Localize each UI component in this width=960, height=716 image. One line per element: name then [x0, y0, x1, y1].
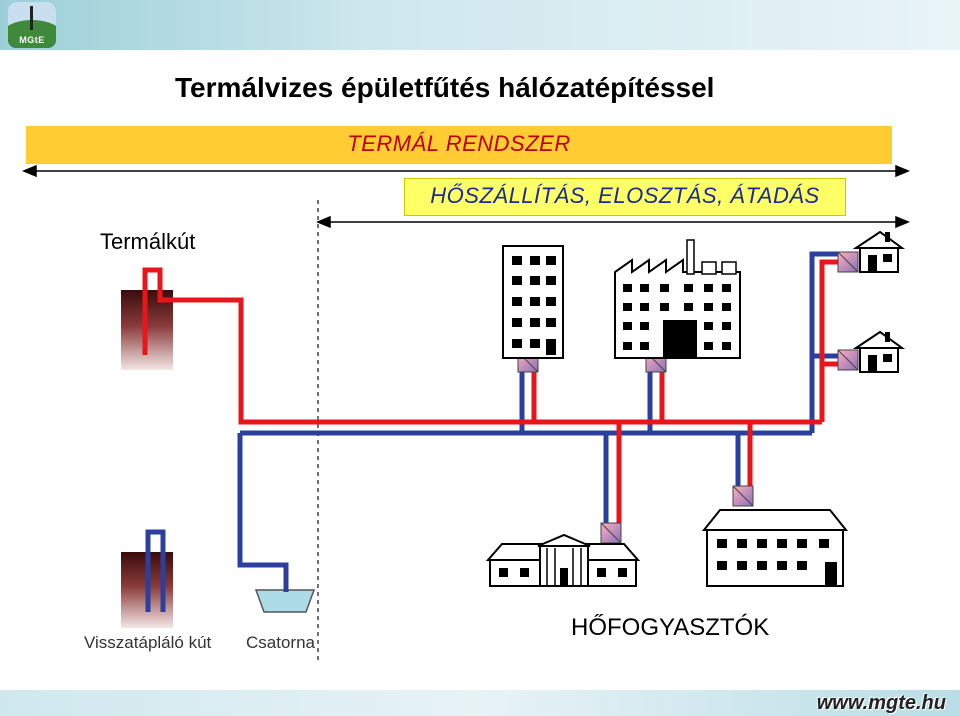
termal-system-label: TERMÁL RENDSZER: [347, 131, 571, 156]
header-bar: [0, 0, 960, 50]
distribution-arrow: [316, 215, 910, 229]
house-icon-1: [852, 230, 906, 273]
sewer-basin: [254, 589, 316, 613]
sewer-label: Csatorna: [246, 633, 315, 652]
mgte-logo: MGtE: [8, 2, 56, 48]
footer-bar: [0, 690, 960, 716]
distribution-label: HŐSZÁLLÍTÁS, ELOSZTÁS, ÁTADÁS: [430, 183, 820, 208]
public-building-icon: [485, 533, 641, 587]
house-icon-2: [852, 330, 906, 373]
apartment-building-icon: [502, 245, 564, 359]
website-link[interactable]: www.mgte.hu: [816, 692, 946, 714]
factory-building-icon: [614, 239, 741, 359]
large-building-icon: [701, 509, 849, 587]
heat-exchanger-5: [600, 522, 622, 544]
reinjection-well-label: Visszatápláló kút: [84, 633, 212, 652]
logo-text: MGtE: [19, 35, 45, 45]
system-arrow: [22, 164, 910, 178]
production-well-label: Termálkút: [100, 229, 196, 254]
consumers-label: HŐFOGYASZTÓK: [571, 614, 770, 641]
heat-exchanger-6: [732, 485, 754, 507]
termal-system-band: TERMÁL RENDSZER: [26, 126, 892, 164]
heat-exchanger-4: [837, 349, 859, 371]
page-title: Termálvizes épületfűtés hálózatépítéssel: [175, 72, 715, 103]
heat-exchanger-3: [837, 251, 859, 273]
distribution-band: HŐSZÁLLÍTÁS, ELOSZTÁS, ÁTADÁS: [404, 178, 846, 216]
